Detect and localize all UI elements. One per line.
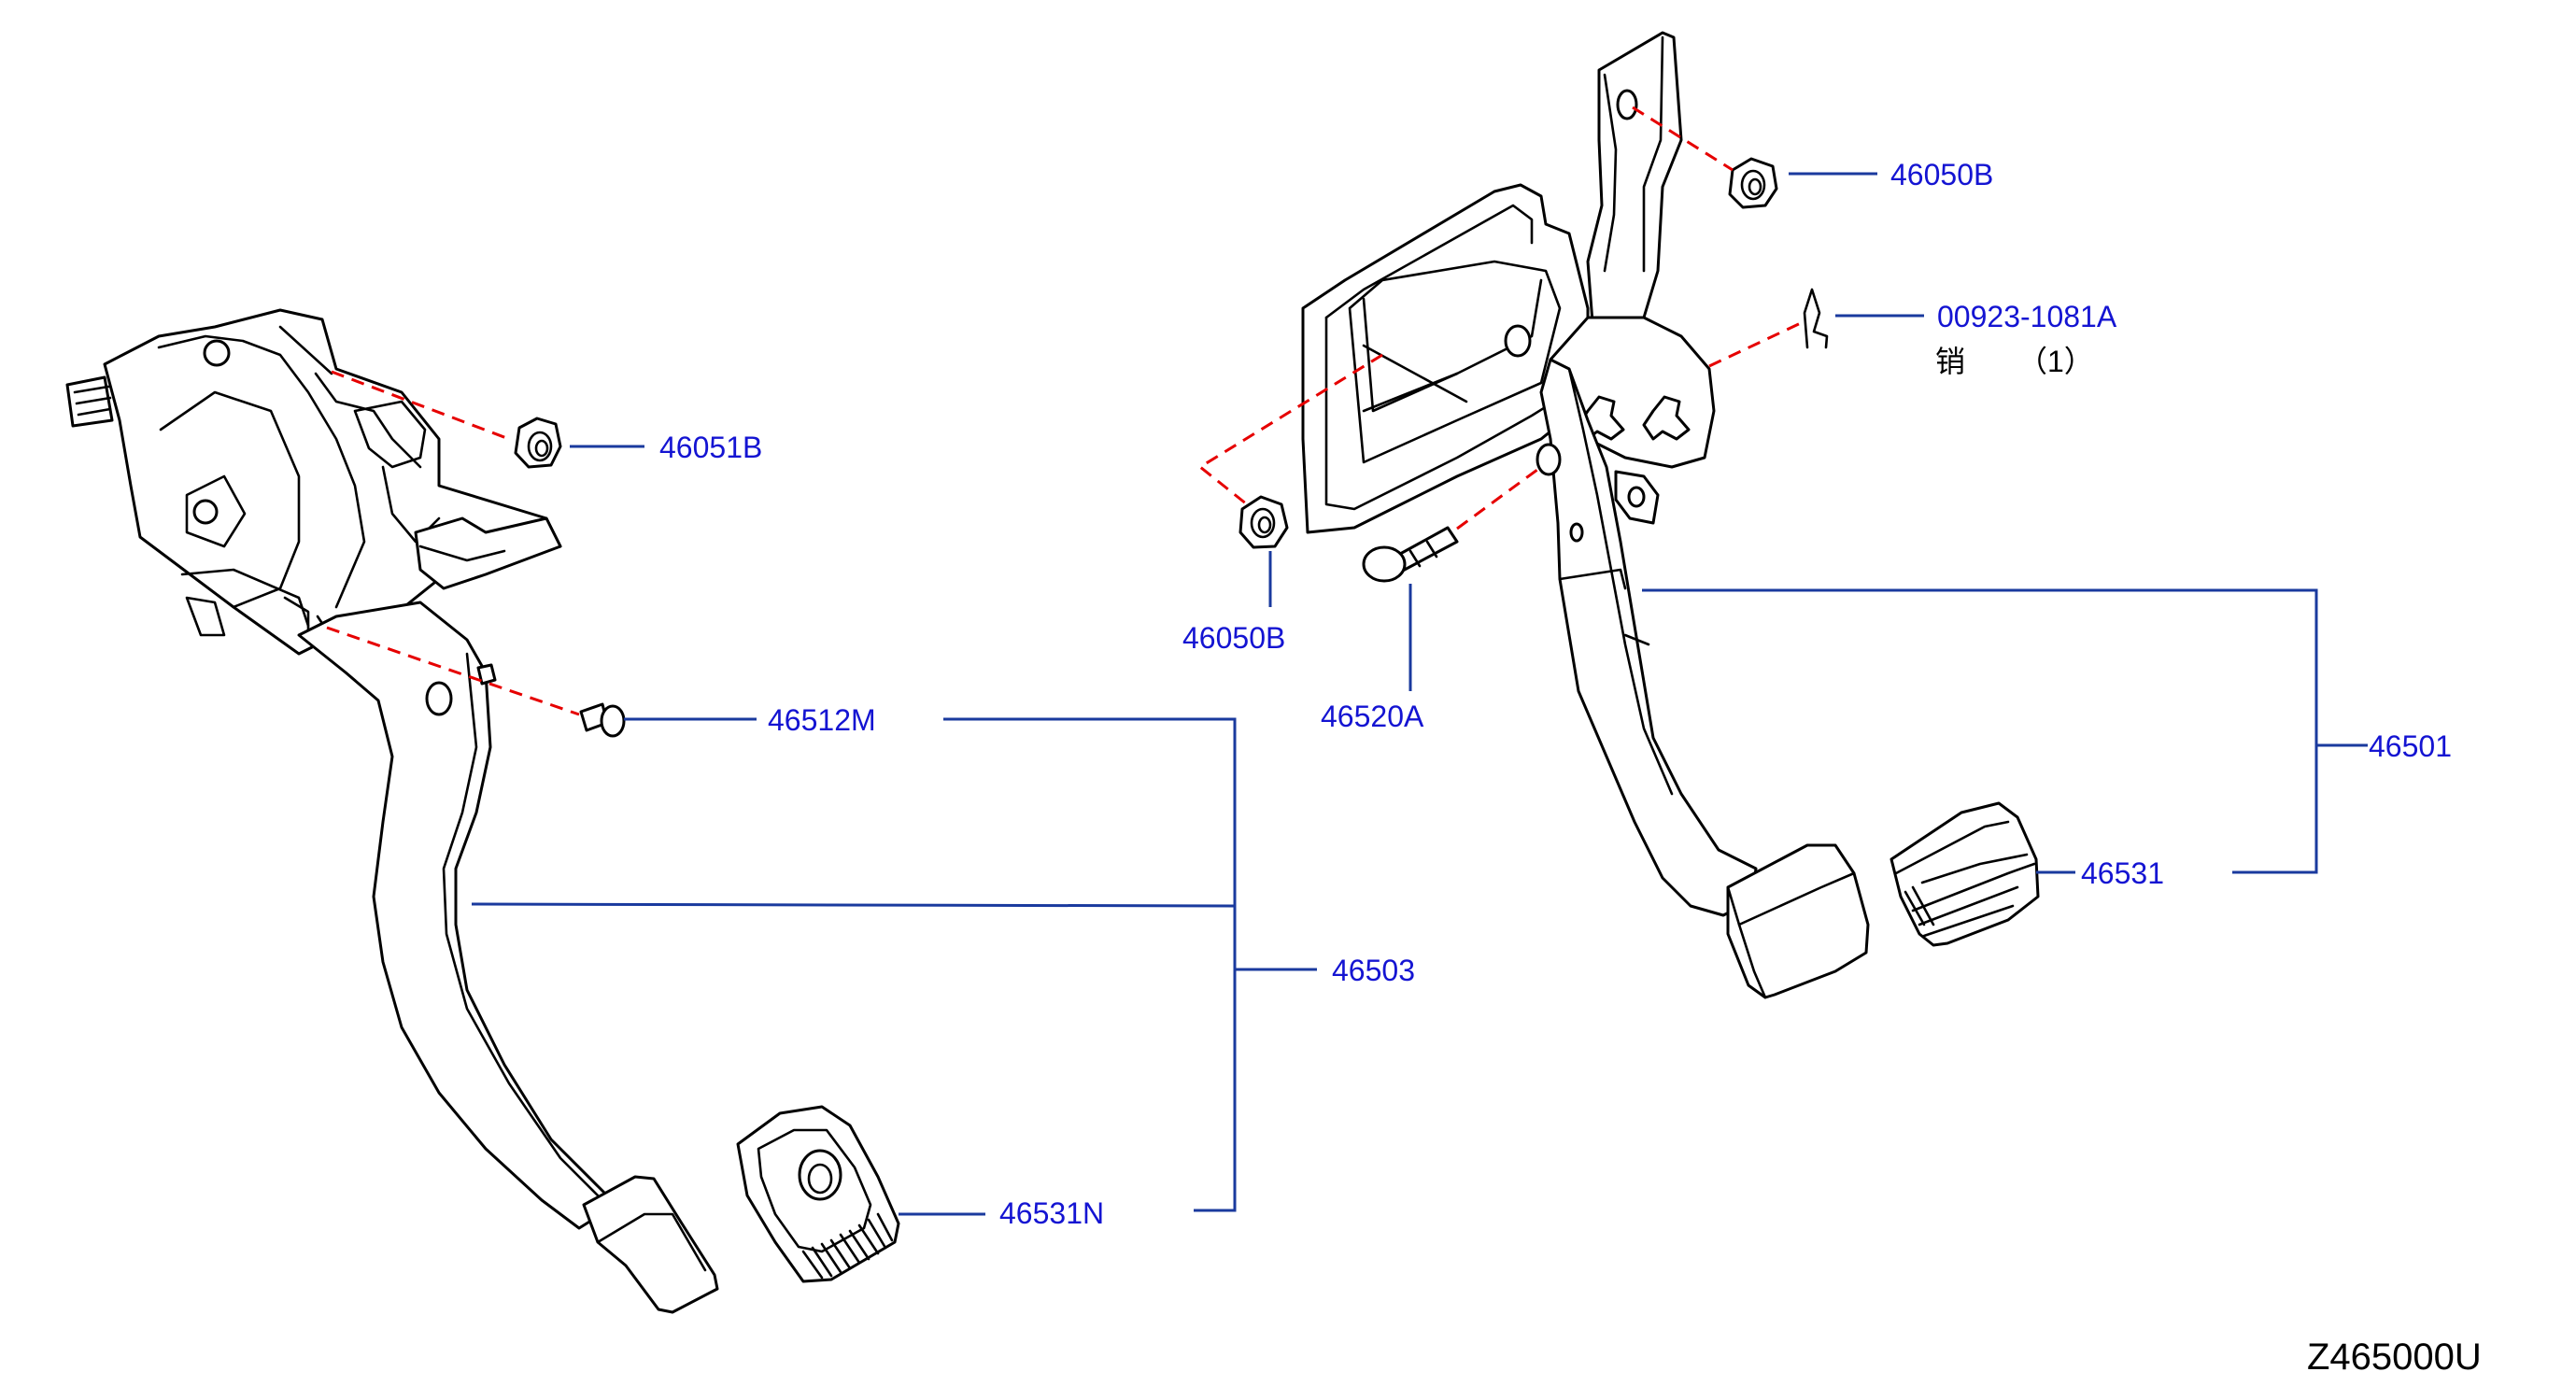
clutch-pedal-bracket xyxy=(65,308,562,656)
bolt-46512M xyxy=(579,702,626,738)
brake-pedal-pad-46531 xyxy=(1890,801,2040,947)
assembly-line-46050B-top xyxy=(1632,106,1734,172)
clutch-pedal-pad-46531N xyxy=(736,1105,900,1283)
label-46050B-left: 46050B xyxy=(1182,621,1285,655)
assembly-line-46512M xyxy=(326,626,580,716)
brake-pedal-bracket xyxy=(1301,31,1716,534)
label-46050B-top: 46050B xyxy=(1890,158,1993,191)
brake-pedal-arm xyxy=(1536,358,1870,999)
assembly-line-00923 xyxy=(1708,320,1804,368)
label-46531: 46531 xyxy=(2081,856,2164,890)
assembly-line-46050B-left xyxy=(1197,353,1383,506)
label-00923-1081A: 00923-1081A xyxy=(1937,300,2117,333)
label-46501: 46501 xyxy=(2369,729,2452,763)
clutch-pedal-arm xyxy=(297,601,719,1314)
nut-46051B xyxy=(514,417,562,469)
assembly-line-46051B xyxy=(331,370,510,441)
label-46531N: 46531N xyxy=(999,1196,1104,1230)
nut-46050B-left xyxy=(1238,495,1289,549)
pin-00923-1081A xyxy=(1803,288,1829,349)
leader-lines xyxy=(471,172,2368,1216)
label-46520A: 46520A xyxy=(1321,700,1424,733)
bolt-46520A xyxy=(1362,526,1459,583)
label-46051B: 46051B xyxy=(659,431,762,464)
assembly-line-46520A xyxy=(1456,465,1542,530)
label-00923-name: 销 xyxy=(1935,345,1965,378)
label-46512M: 46512M xyxy=(768,703,876,737)
diagram-code: Z465000U xyxy=(2307,1336,2482,1378)
nut-46050B-top xyxy=(1728,157,1778,209)
label-46503: 46503 xyxy=(1332,954,1415,987)
label-00923-qty: （1） xyxy=(2017,345,2094,378)
